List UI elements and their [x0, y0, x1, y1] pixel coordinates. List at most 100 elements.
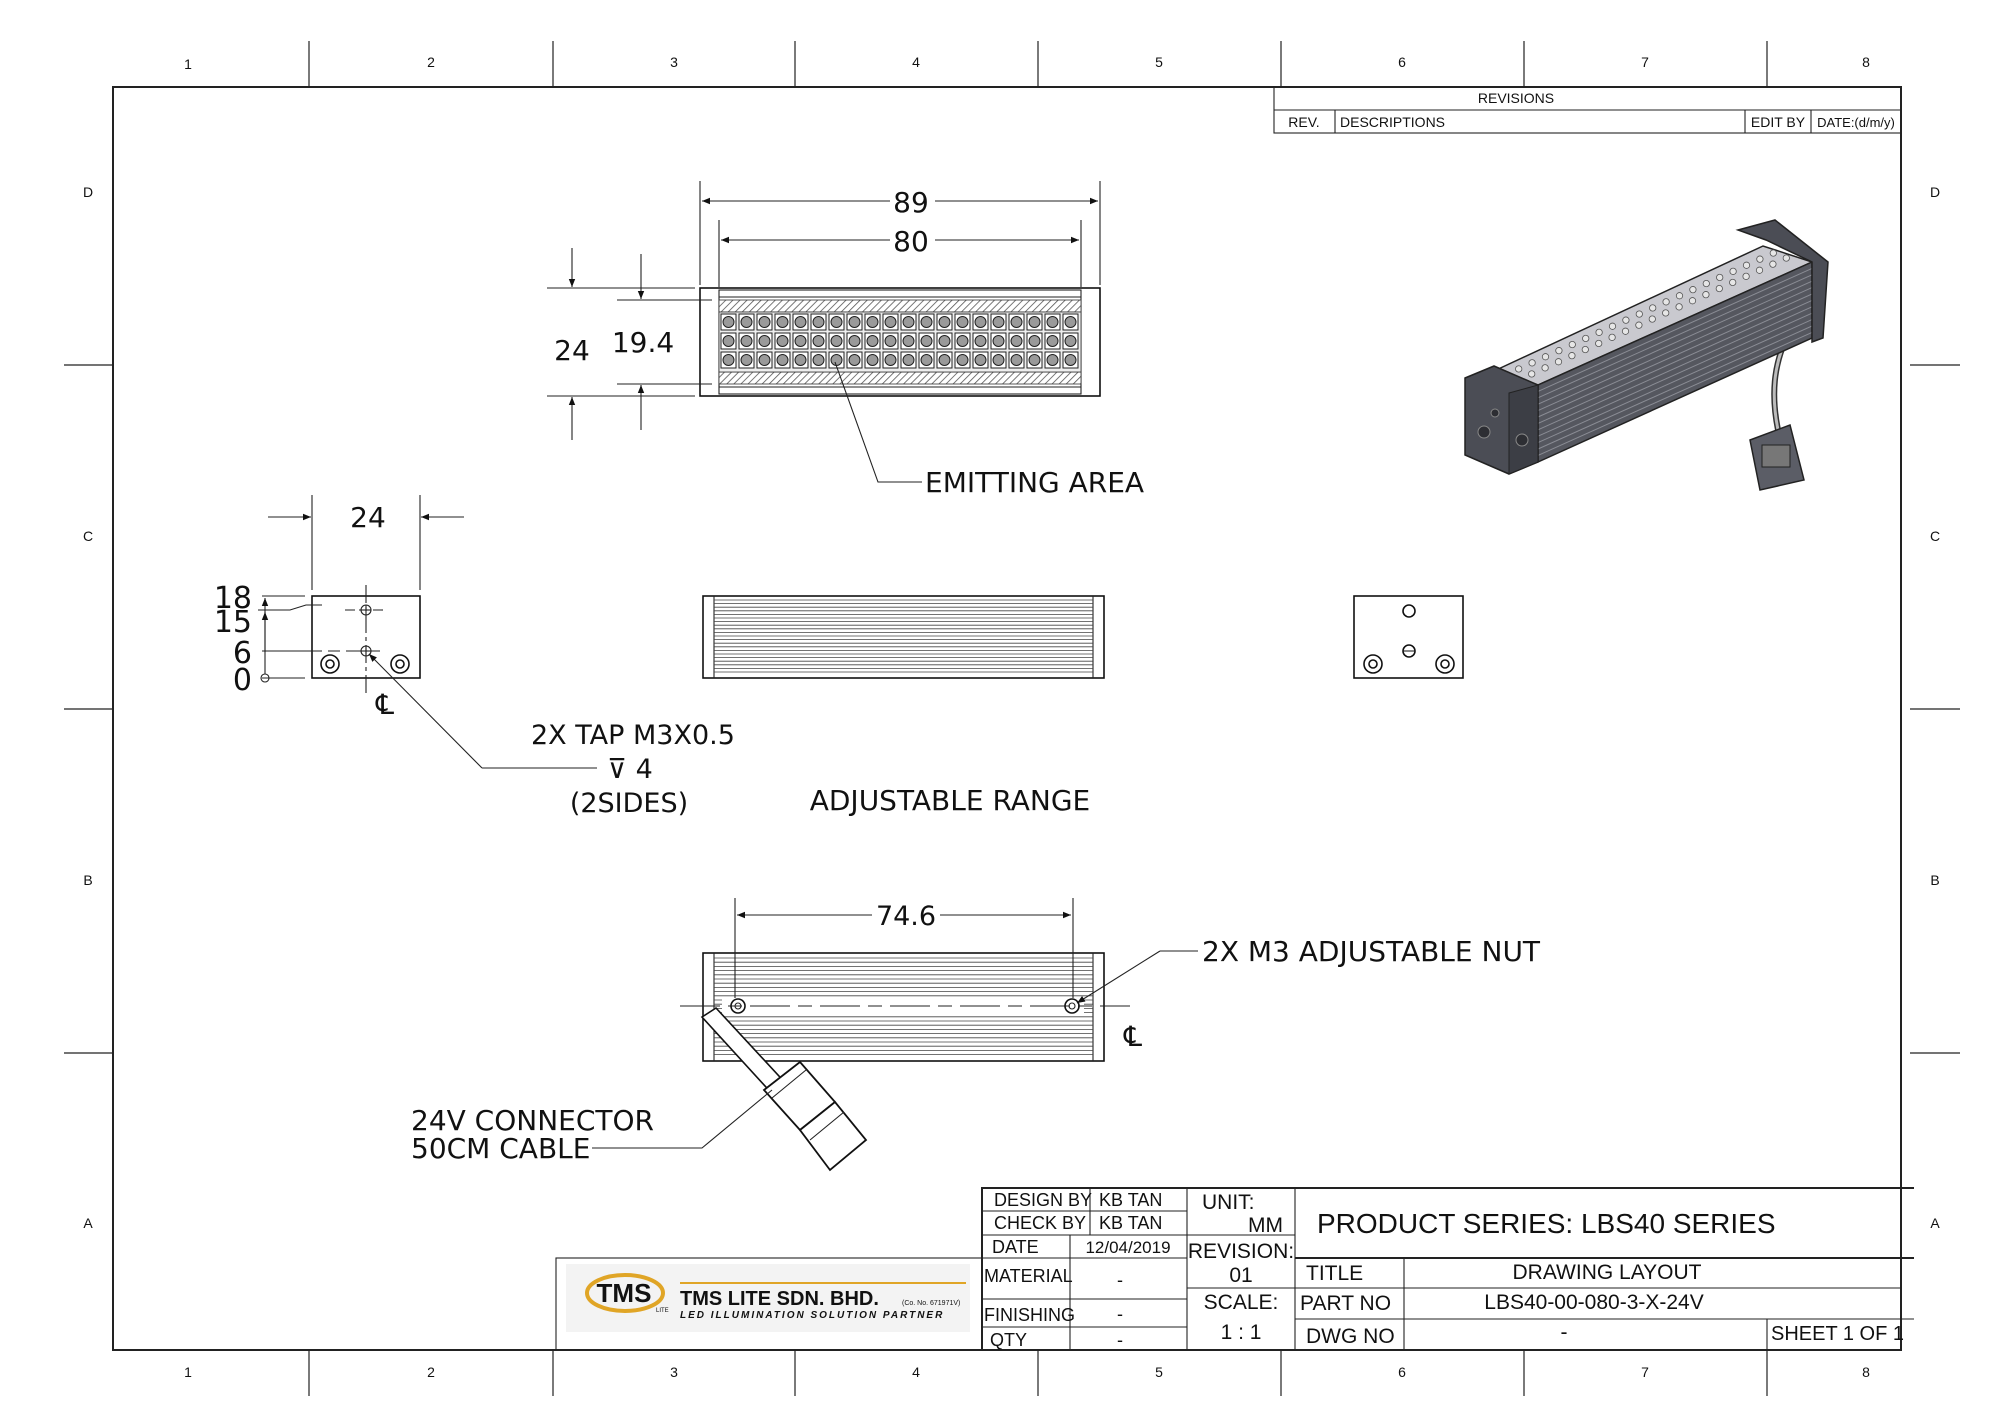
led-icon — [1046, 354, 1059, 366]
right-end-view-outline — [1353, 595, 1464, 679]
led-icon — [992, 335, 1005, 347]
dwg-no-label: DWG NO — [1306, 1325, 1395, 1348]
led-icon — [1010, 354, 1023, 366]
zone-col-top: 3 — [670, 54, 678, 70]
emitting-area-callout: EMITTING AREA — [925, 466, 1144, 499]
led-icon — [1010, 335, 1023, 347]
counterbore-icon — [1363, 654, 1383, 674]
led-icon — [938, 335, 951, 347]
iso-led-icon — [1555, 347, 1563, 355]
led-icon — [902, 316, 915, 328]
part-no-label: PART NO — [1300, 1292, 1391, 1315]
zone-col-top: 4 — [912, 54, 920, 70]
led-icon — [830, 316, 843, 328]
zone-row-left: D — [83, 184, 93, 200]
zone-col-bottom: 3 — [670, 1364, 678, 1380]
iso-fin-line — [1537, 287, 1813, 412]
qty-label: QTY — [990, 1330, 1027, 1350]
zone-col-bottom: 4 — [912, 1364, 920, 1380]
dim-end-width: 24 — [350, 501, 386, 534]
iso-led-icon — [1608, 333, 1616, 341]
heatsink-fins — [714, 599, 1093, 673]
date-label: DATE — [992, 1237, 1039, 1257]
logo-text: TMS — [597, 1278, 652, 1308]
sheet-number: SHEET 1 OF 1 — [1771, 1323, 1904, 1345]
title-block: TMS LITE TMS LITE SDN. BHD. (Co. No. 671… — [555, 1187, 1914, 1351]
company-reg-no: (Co. No. 671971V) — [902, 1300, 960, 1307]
dim-emitting-length: 80 — [893, 225, 929, 258]
led-icon — [758, 335, 771, 347]
led-icon — [956, 316, 969, 328]
led-icon — [794, 335, 807, 347]
connector-callout-line2: 50CM CABLE — [411, 1132, 590, 1165]
drawing-border — [112, 86, 1902, 1351]
led-icon — [866, 354, 879, 366]
led-icon — [848, 335, 861, 347]
led-array — [720, 313, 1079, 369]
led-icon — [974, 316, 987, 328]
adjustable-nut-icon — [1064, 998, 1080, 1014]
led-icon — [866, 335, 879, 347]
end-view: 24 18 15 6 0 ℄ 2X TAP M3X0.5 ⊽ 4 (2SIDES… — [214, 495, 735, 819]
iso-led-icon — [1742, 272, 1750, 280]
logo-subtext: LITE — [656, 1308, 669, 1314]
iso-led-icon — [1621, 327, 1630, 335]
led-icon — [920, 354, 933, 366]
zone-row-right: D — [1930, 184, 1940, 200]
title-label: TITLE — [1306, 1262, 1363, 1285]
revisions-header-rev: REV. — [1288, 114, 1319, 130]
counterbore-icon — [1435, 654, 1455, 674]
iso-fin-line — [1537, 280, 1813, 405]
iso-led-icon — [1688, 297, 1697, 305]
led-icon — [992, 354, 1005, 366]
connector-callout-line1: 24V CONNECTOR — [411, 1104, 654, 1137]
zone-row-right: B — [1930, 872, 1939, 888]
iso-led-icon — [1635, 321, 1643, 329]
date-value: 12/04/2019 — [1085, 1238, 1170, 1257]
iso-led-icon — [1782, 254, 1790, 262]
iso-fin-line — [1537, 325, 1813, 450]
iso-led-icon — [1528, 359, 1536, 367]
led-icon — [974, 354, 987, 366]
led-icon — [848, 354, 861, 366]
led-icon — [812, 354, 825, 366]
zone-col-bottom: 7 — [1641, 1364, 1649, 1380]
revisions-header-date: DATE:(d/m/y) — [1817, 115, 1895, 130]
iso-led-icon — [1662, 298, 1670, 306]
company-name: TMS LITE SDN. BHD. — [680, 1288, 879, 1310]
zone-col-bottom: 2 — [427, 1364, 435, 1380]
iso-led-icon — [1528, 370, 1536, 378]
zone-col-top: 5 — [1155, 54, 1163, 70]
zone-col-top: 8 — [1862, 54, 1870, 70]
iso-led-icon — [1715, 284, 1723, 293]
iso-fin-line — [1537, 274, 1813, 399]
led-icon — [722, 316, 735, 328]
zone-row-left: B — [83, 872, 92, 888]
led-icon — [740, 316, 753, 328]
led-icon — [920, 335, 933, 347]
side-view-outline — [702, 595, 1105, 679]
iso-led-icon — [1729, 278, 1737, 287]
led-icon — [884, 354, 897, 366]
iso-led-icon — [1756, 255, 1764, 263]
iso-led-icon — [1649, 304, 1657, 312]
iso-led-icon — [1648, 315, 1656, 323]
led-icon — [974, 335, 987, 347]
iso-led-icon — [1622, 316, 1630, 324]
dim-height: 24 — [554, 334, 590, 367]
ordinate-18: 18 — [214, 581, 252, 616]
part-no-value: LBS40-00-080-3-X-24V — [1484, 1291, 1703, 1314]
material-value: - — [1117, 1270, 1123, 1290]
led-icon — [866, 316, 879, 328]
zone-col-bottom: 5 — [1155, 1364, 1163, 1380]
led-icon — [812, 316, 825, 328]
unit-value: MM — [1248, 1214, 1283, 1237]
finishing-value: - — [1117, 1304, 1123, 1324]
right-end-view — [1353, 595, 1464, 679]
zone-col-top: 1 — [184, 56, 192, 72]
zone-col-top: 6 — [1398, 54, 1406, 70]
bottom-view: ℄ 74.6 2X M3 ADJUSTABLE NUT 24V CONNECTO… — [411, 898, 1541, 1172]
isometric-view — [1464, 219, 1829, 491]
check-by-label: CHECK BY — [994, 1213, 1086, 1233]
top-view-outline — [699, 287, 1101, 397]
